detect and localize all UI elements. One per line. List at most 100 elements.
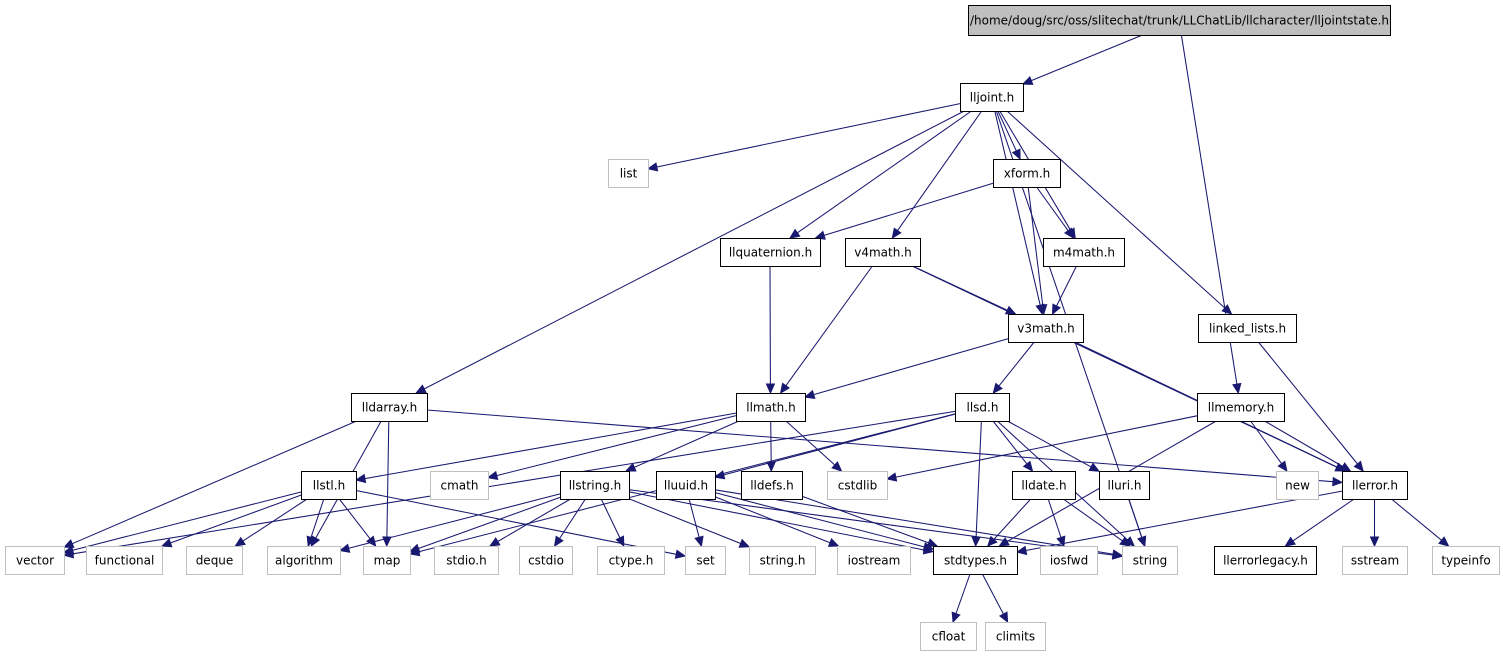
edge-line <box>72 410 956 555</box>
edge-line <box>656 103 961 168</box>
edge-line <box>423 110 965 390</box>
node-box <box>1012 471 1076 500</box>
node-box <box>741 471 803 500</box>
node-llquaternion[interactable]: llquaternion.h <box>720 238 821 267</box>
edge-arrowhead <box>1004 305 1017 315</box>
node-llerror[interactable]: llerror.h <box>1342 471 1408 500</box>
edge-arrowhead <box>831 461 843 472</box>
node-label: string.h <box>760 554 806 568</box>
node-lljoint[interactable]: lljoint.h <box>960 83 1024 112</box>
node-llmemory[interactable]: llmemory.h <box>1197 393 1285 422</box>
node-llstring[interactable]: llstring.h <box>560 471 630 500</box>
node-lldate[interactable]: lldate.h <box>1012 471 1076 500</box>
edge-arrowhead <box>694 535 704 548</box>
edge-arrowhead <box>415 384 427 394</box>
edge-arrowhead <box>738 538 751 548</box>
edge-arrowhead <box>62 539 75 548</box>
node-label: linked_lists.h <box>1209 322 1286 336</box>
edge-llmath-to-llstl <box>354 412 737 484</box>
node-label: stdio.h <box>446 554 486 568</box>
node-iostream: iostream <box>837 546 911 575</box>
edge-llerror-to-typeinfo <box>1391 498 1450 547</box>
node-lluri[interactable]: lluri.h <box>1099 471 1150 500</box>
node-cstdio: cstdio <box>519 546 573 575</box>
node-root[interactable]: /home/doug/src/oss/slitechat/trunk/LLCha… <box>968 5 1391 36</box>
edge-arrowhead <box>1022 460 1034 472</box>
edge-arrowhead <box>1332 476 1344 487</box>
node-box <box>430 471 489 500</box>
edge-arrowhead <box>1037 304 1048 316</box>
node-m4math[interactable]: m4math.h <box>1043 238 1125 267</box>
edge-llstl-to-deque <box>234 498 308 547</box>
edge-llerror-to-llerrorlegacy <box>1284 498 1355 547</box>
node-box <box>993 159 1061 188</box>
node-v3math[interactable]: v3math.h <box>1008 314 1084 343</box>
edge-lldate-to-string <box>1062 498 1131 547</box>
node-v4math[interactable]: v4math.h <box>845 238 921 267</box>
node-box <box>1099 471 1150 500</box>
edge-arrowhead <box>1232 382 1242 395</box>
node-label: cstdio <box>528 554 564 568</box>
edge-llstring-to-ctype <box>600 498 625 548</box>
edge-llerror-to-sstream <box>1369 499 1380 548</box>
edge-llstring-to-map <box>408 496 561 553</box>
edge-llsd-to-stdtypes <box>971 420 982 548</box>
node-xform[interactable]: xform.h <box>993 159 1061 188</box>
node-lluuid[interactable]: lluuid.h <box>656 471 716 500</box>
edge-lldate-to-stdtypes <box>986 498 1032 547</box>
node-stdtypes[interactable]: stdtypes.h <box>933 546 1018 575</box>
node-box <box>736 393 806 422</box>
edge-arrowhead <box>62 545 75 555</box>
edge-llmath-to-cmath <box>486 415 737 481</box>
edge-llsd-to-vector <box>62 410 956 559</box>
node-box <box>1197 393 1285 422</box>
edge-xform-to-v3math <box>1027 186 1048 316</box>
edge-arrowhead <box>992 382 1003 394</box>
node-llmath[interactable]: llmath.h <box>736 393 806 422</box>
node-box <box>933 546 1018 575</box>
node-label: cfloat <box>932 630 966 644</box>
node-box <box>749 546 816 575</box>
edge-line <box>348 493 561 549</box>
edge-llquaternion-to-llmath <box>765 265 776 395</box>
node-list: list <box>608 159 649 188</box>
node-llerrorlegacy[interactable]: llerrorlegacy.h <box>1214 546 1317 575</box>
edge-lljoint-to-v3math <box>994 110 1045 316</box>
edge-llstl-to-algorithm <box>306 498 325 548</box>
edge-arrowhead <box>951 611 961 624</box>
edge-line <box>1264 420 1343 467</box>
node-linked_lists[interactable]: linked_lists.h <box>1198 314 1297 343</box>
edge-lldefs-to-stdtypes <box>801 495 939 548</box>
edge-line <box>723 413 956 476</box>
node-lldefs[interactable]: lldefs.h <box>741 471 803 500</box>
node-box <box>1040 546 1098 575</box>
edge-lldarray-to-vector <box>62 420 357 548</box>
edge-line <box>797 110 972 234</box>
edge-lluuid-to-iostream <box>714 496 840 547</box>
edge-line <box>496 415 737 477</box>
edge-line <box>338 498 371 540</box>
edge-line <box>823 182 994 236</box>
edge-lldate-to-iosfwd <box>1047 498 1066 548</box>
node-cstdlib: cstdlib <box>827 471 888 500</box>
node-label: xform.h <box>1004 167 1051 181</box>
node-label: v3math.h <box>1017 322 1075 336</box>
edge-line <box>418 496 561 549</box>
edge-arrowhead <box>1284 536 1296 547</box>
edge-llstl-to-functional <box>160 494 302 548</box>
edge-linked_lists-to-llerror <box>1257 341 1364 472</box>
edge-line <box>386 420 390 538</box>
edge-arrowhead <box>713 470 726 480</box>
edge-m4math-to-v3math <box>1051 265 1077 316</box>
node-lldarray[interactable]: lldarray.h <box>351 393 428 422</box>
node-llsd[interactable]: llsd.h <box>955 393 1010 422</box>
node-cmath: cmath <box>430 471 489 500</box>
edge-line <box>1292 498 1355 542</box>
node-box <box>1342 546 1408 575</box>
node-llstl[interactable]: llstl.h <box>301 471 357 500</box>
edge-arrowhead <box>998 611 1009 624</box>
edge-llstring-to-stdio <box>488 498 571 547</box>
edge-line <box>426 409 1334 483</box>
edge-lluuid-to-string <box>714 489 1124 559</box>
edge-lldarray-to-llerror <box>426 409 1344 487</box>
